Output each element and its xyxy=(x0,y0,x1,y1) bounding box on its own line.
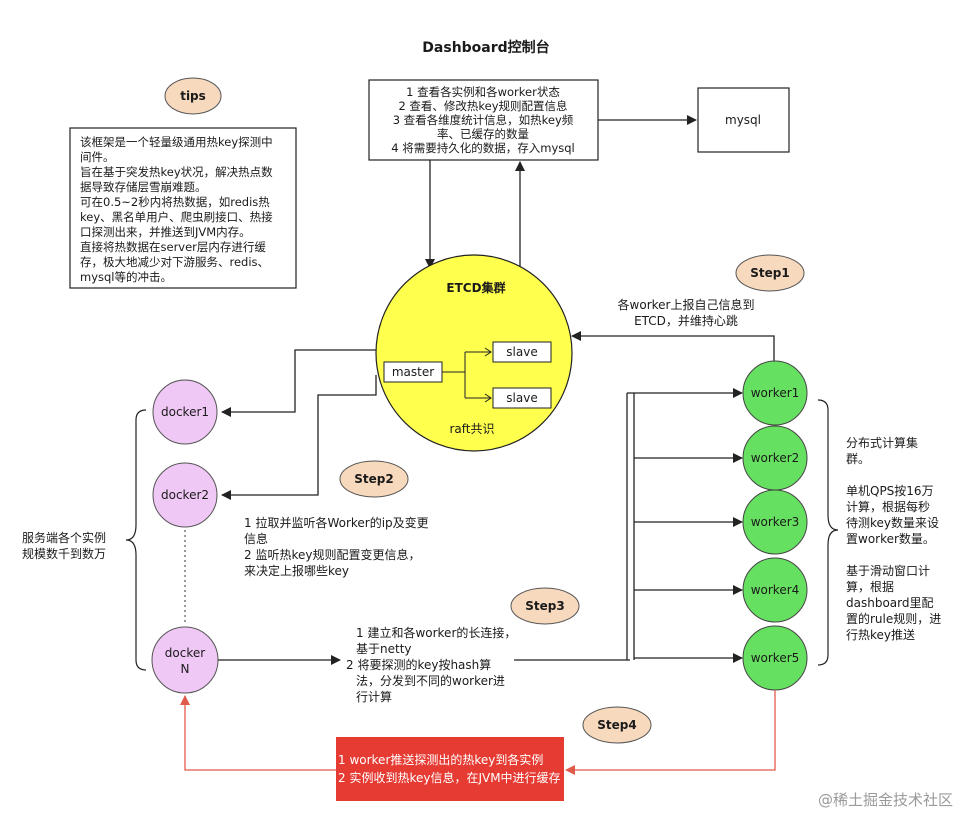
tips-line-3: 据导致存储层雪崩难题。 xyxy=(80,180,207,194)
tips-box: 该框架是一个轻量级通用热key探测中 间件。 旨在基于突发热key状况，解决热点… xyxy=(69,127,297,289)
arrow-etcd-dockers xyxy=(221,349,376,417)
step2-label: Step2 xyxy=(354,472,393,486)
server-label-1: 规模数千到数万 xyxy=(22,546,106,561)
etcd-master-slave-link xyxy=(442,351,491,399)
worker5-label: worker5 xyxy=(751,651,800,665)
dashboard-line-1: 2 查看、修改热key规则配置信息 xyxy=(398,99,567,113)
tips-line-7: 直接将热数据在server层内存进行缓 xyxy=(80,240,266,254)
worker-desc-line-0: 分布式计算集 xyxy=(846,435,918,450)
worker-brace xyxy=(817,399,839,666)
mysql-label: mysql xyxy=(725,113,761,127)
docker1-node: docker1 xyxy=(152,379,218,445)
worker-desc-line-8: 基于滑动窗口计 xyxy=(846,564,930,578)
worker-desc-line-10: dashboard里配 xyxy=(846,596,933,610)
tips-line-0: 该框架是一个轻量级通用热key探测中 xyxy=(80,135,273,149)
worker-desc-line-3: 单机QPS按16万 xyxy=(846,484,934,498)
docker2-label: docker2 xyxy=(161,488,209,502)
step2-line-1: 信息 xyxy=(244,531,268,546)
server-label-0: 服务端各个实例 xyxy=(22,530,106,545)
dashboard-line-3: 率、已缓存的数量 xyxy=(437,127,529,141)
worker-desc-line-12: 行热key推送 xyxy=(846,627,915,642)
arrow-worker-etcd xyxy=(571,331,775,365)
step3-line-2: 2 将要探测的key按hash算 xyxy=(346,657,491,672)
step1-bubble: Step1 xyxy=(735,254,805,292)
tips-line-1: 间件。 xyxy=(80,150,115,164)
dashboard-line-2: 3 查看各维度统计信息，如热key频 xyxy=(393,113,574,127)
worker4-node: worker4 xyxy=(742,557,808,623)
tips-line-4: 可在0.5~2秒内将热数据，如redis热 xyxy=(80,195,270,209)
step3-label: Step3 xyxy=(525,599,564,613)
step3-line-4: 行计算 xyxy=(356,689,392,704)
etcd-slave-box-2 xyxy=(492,387,552,409)
worker1-label: worker1 xyxy=(751,386,800,400)
arrow-worker5-step4 xyxy=(565,690,776,775)
worker-desc-line-6: 置worker数量。 xyxy=(846,531,935,546)
diagram-title: Dashboard控制台 xyxy=(422,39,549,56)
etcd-raft-label: raft共识 xyxy=(449,422,494,436)
dockerN-node: docker N xyxy=(151,626,219,694)
watermark: @稀土掘金技术社区 xyxy=(818,791,953,809)
etcd-master-label: master xyxy=(392,365,434,379)
worker5-node: worker5 xyxy=(742,625,808,691)
worker3-node: worker3 xyxy=(742,489,808,555)
arrow-step4-dockerN xyxy=(180,695,336,771)
worker-desc-line-9: 算，根据 xyxy=(846,579,894,594)
dockerN-label-1: docker xyxy=(165,646,205,660)
docker2-node: docker2 xyxy=(152,462,218,528)
worker-desc-line-1: 群。 xyxy=(846,452,870,466)
etcd-slave-box-1 xyxy=(492,341,552,363)
etcd-title: ETCD集群 xyxy=(446,280,505,295)
step2-line-0: 1 拉取并监听各Worker的ip及变更 xyxy=(244,515,429,530)
step2-bubble: Step2 xyxy=(339,460,409,498)
etcd-slave-label-1: slave xyxy=(506,345,537,359)
etcd-cluster: ETCD集群 master slave slave raft共识 xyxy=(375,254,573,452)
dashboard-line-0: 1 查看各实例和各worker状态 xyxy=(406,85,560,99)
step4-bubble: Step4 xyxy=(582,706,652,744)
dockerN-label-2: N xyxy=(181,662,190,676)
step4-label: Step4 xyxy=(597,718,636,732)
worker2-label: worker2 xyxy=(751,451,800,465)
step4-box: 1 worker推送探测出的热key到各实例 2 实例收到热key信息，在JVM… xyxy=(336,737,564,801)
step3-bubble: Step3 xyxy=(510,587,580,625)
arrow-etcd-docker2 xyxy=(221,375,377,500)
tips-label: tips xyxy=(180,89,206,103)
worker4-label: worker4 xyxy=(751,583,800,597)
step3-line-3: 法，分发到不同的worker进 xyxy=(356,673,505,688)
worker1-node: worker1 xyxy=(742,360,808,426)
tips-bubble: tips xyxy=(164,77,222,115)
mysql-box: mysql xyxy=(697,87,790,153)
tips-line-6: 口探测出来，并推送到JVM内存。 xyxy=(80,225,251,239)
tips-line-9: mysql等的冲击。 xyxy=(80,270,172,284)
step4-line-0: 1 worker推送探测出的热key到各实例 xyxy=(338,752,543,767)
worker3-label: worker3 xyxy=(751,515,800,529)
worker-desc-line-4: 计算，根据每秒 xyxy=(846,499,930,514)
step4-line-1: 2 实例收到热key信息，在JVM中进行缓存 xyxy=(338,770,561,785)
worker-desc-line-5: 待测key数量来设 xyxy=(846,515,939,530)
step1-label: Step1 xyxy=(750,266,789,280)
step2-line-2: 2 监听热key规则配置变更信息， xyxy=(244,547,420,562)
dashboard-box: 1 查看各实例和各worker状态 2 查看、修改热key规则配置信息 3 查看… xyxy=(368,79,599,161)
etcd-slave-label-2: slave xyxy=(506,391,537,405)
step3-line-0: 1 建立和各worker的长连接， xyxy=(356,625,516,640)
step3-line-1: 基于netty xyxy=(356,642,412,656)
dashboard-line-4: 4 将需要持久化的数据，存入mysql xyxy=(391,141,574,155)
step1-line-1: ETCD，并维持心跳 xyxy=(634,313,738,328)
worker-description: 分布式计算集 群。 单机QPS按16万 计算，根据每秒 待测key数量来设 置w… xyxy=(846,435,941,642)
tips-line-8: 存，极大地减少对下游服务、redis、 xyxy=(80,255,269,269)
server-brace xyxy=(125,409,147,671)
tips-line-2: 旨在基于突发热key状况，解决热点数 xyxy=(80,165,273,179)
tips-line-5: key、黑名单用户、爬虫刷接口、热接 xyxy=(80,210,273,224)
worker2-node: worker2 xyxy=(742,425,808,491)
dispatch-bus xyxy=(626,388,743,663)
docker1-label: docker1 xyxy=(161,405,209,419)
step2-line-3: 来决定上报哪些key xyxy=(244,563,349,578)
step1-line-0: 各worker上报自己信息到 xyxy=(618,297,755,312)
worker-desc-line-11: 置的rule规则，进 xyxy=(846,611,941,626)
